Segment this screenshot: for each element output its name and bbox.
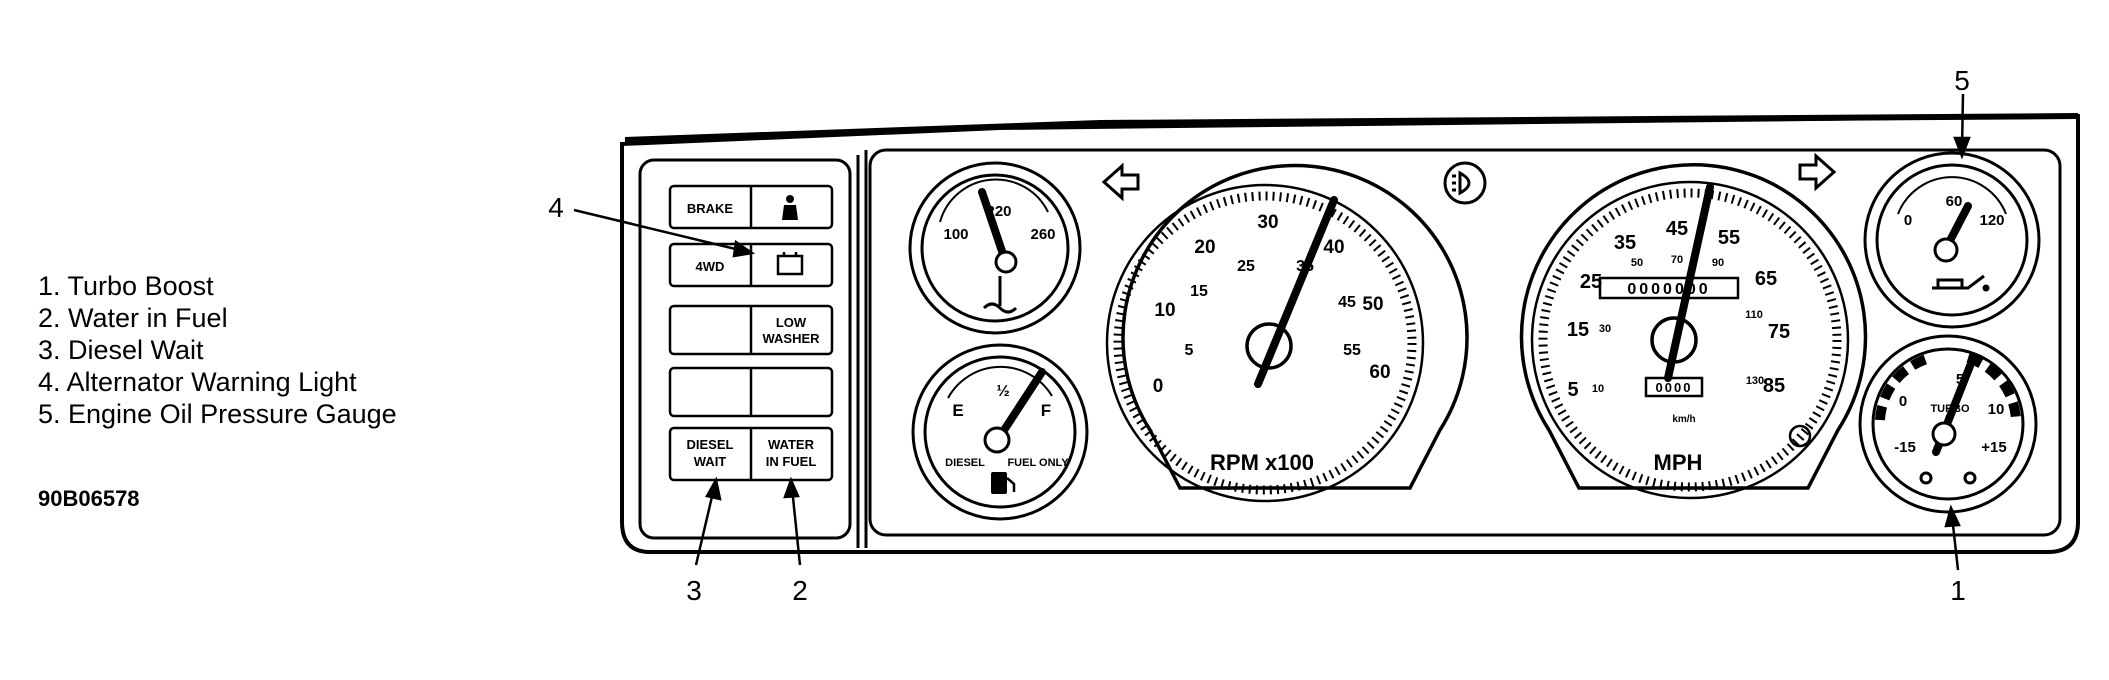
speed-mph-65: 65	[1755, 268, 1777, 290]
temp-tick-100: 100	[943, 226, 968, 243]
turbo-tick-5: 5	[1956, 371, 1964, 388]
callout-4: 4	[548, 192, 564, 223]
legend-item-oil-pressure: 5. Engine Oil Pressure Gauge	[38, 399, 397, 429]
speed-mph-35: 35	[1614, 232, 1636, 254]
tach-tick-60: 60	[1369, 362, 1390, 383]
speed-needle	[1664, 183, 1714, 382]
speed-kmh-10: 10	[1592, 383, 1604, 395]
turbo-tick-10: 10	[1988, 401, 2005, 418]
temp-gauge	[908, 161, 1082, 335]
legend-item-alternator-warning: 4. Alternator Warning Light	[38, 367, 357, 397]
fuel-tick-full: F	[1041, 401, 1051, 420]
tach-minor-25: 25	[1237, 258, 1255, 275]
low-washer-label-line1: LOW	[776, 315, 807, 330]
tach-tick-50: 50	[1362, 294, 1383, 315]
callout-3: 3	[686, 575, 702, 606]
legend: 1. Turbo Boost 2. Water in Fuel 3. Diese…	[38, 270, 397, 430]
cluster-top-trim	[624, 113, 2079, 143]
tachometer	[1105, 163, 1469, 503]
speed-kmh-130: 130	[1746, 375, 1764, 387]
temp-needle	[978, 188, 1010, 267]
temp-tick-260: 260	[1030, 226, 1055, 243]
speed-unit-kmh: km/h	[1672, 414, 1695, 425]
diesel-wait-label-line2: WAIT	[694, 454, 727, 469]
turbo-tick-minus15: -15	[1894, 439, 1916, 456]
speed-kmh-30: 30	[1599, 323, 1611, 335]
trip-odometer-readout: 0000	[1656, 380, 1693, 395]
tach-tick-30: 30	[1257, 212, 1278, 233]
4wd-light-label: 4WD	[696, 259, 725, 274]
oil-tick-120: 120	[1979, 212, 2004, 229]
oil-pressure-gauge	[1863, 151, 2041, 329]
speed-mph-5: 5	[1567, 379, 1578, 401]
legend-item-turbo-boost: 1. Turbo Boost	[38, 271, 214, 301]
oil-tick-0: 0	[1904, 212, 1912, 229]
turbo-tick-plus15: +15	[1981, 439, 2006, 456]
turbo-tick-0: 0	[1899, 393, 1907, 410]
legend-item-diesel-wait: 3. Diesel Wait	[38, 335, 204, 365]
coolant-icon	[982, 276, 1018, 314]
speed-mph-55: 55	[1718, 227, 1740, 249]
callout-arrows	[573, 93, 1971, 571]
figure-code: 90B06578	[38, 486, 140, 511]
battery-icon	[776, 252, 804, 276]
speed-unit-label: MPH	[1654, 450, 1703, 475]
low-washer-label-line2: WASHER	[762, 331, 820, 346]
cluster-housing	[620, 113, 2080, 554]
tach-tick-40: 40	[1323, 237, 1344, 258]
high-beam-icon	[1443, 161, 1487, 205]
speed-kmh-90: 90	[1712, 257, 1724, 269]
fuel-caption-fuel-only: FUEL ONLY	[1007, 457, 1069, 469]
oil-tick-60: 60	[1946, 193, 1963, 210]
odometer-readout: 0000000	[1627, 281, 1710, 298]
oil-can-icon	[1932, 274, 1990, 292]
left-turn-arrow-icon	[1101, 162, 1140, 202]
gauge-face-panel	[868, 148, 2062, 537]
tach-minor-55: 55	[1343, 342, 1361, 359]
turbo-boost-gauge	[1858, 334, 2038, 514]
callout-1: 1	[1950, 575, 1966, 606]
tach-unit-label: RPM x100	[1210, 450, 1314, 475]
speed-kmh-70: 70	[1671, 254, 1683, 266]
tach-tick-10: 10	[1154, 300, 1175, 321]
speed-mph-75: 75	[1768, 321, 1790, 343]
tach-tick-20: 20	[1194, 237, 1215, 258]
tach-minor-45: 45	[1338, 294, 1356, 311]
diesel-wait-label-line1: DIESEL	[687, 437, 734, 452]
right-turn-arrow-icon	[1798, 152, 1837, 192]
fuel-tick-empty: E	[952, 401, 963, 420]
water-fuel-label-line2: IN FUEL	[766, 454, 817, 469]
tach-tick-0: 0	[1153, 376, 1164, 397]
callout-2: 2	[792, 575, 808, 606]
speed-kmh-110: 110	[1745, 309, 1763, 321]
speed-mph-85: 85	[1763, 375, 1785, 397]
seatbelt-icon	[782, 195, 798, 220]
speed-kmh-50: 50	[1631, 257, 1643, 269]
tach-needle	[1254, 196, 1338, 388]
legend-item-water-in-fuel: 2. Water in Fuel	[38, 303, 228, 333]
water-fuel-label-line1: WATER	[768, 437, 815, 452]
speed-mph-25: 25	[1580, 271, 1602, 293]
fuel-caption-diesel: DIESEL	[945, 457, 985, 469]
tach-minor-15: 15	[1190, 283, 1208, 300]
speed-mph-45: 45	[1666, 218, 1688, 240]
warning-lights	[668, 184, 834, 482]
fuel-tick-half: ½	[996, 383, 1009, 400]
speed-mph-15: 15	[1567, 319, 1589, 341]
brake-light-label: BRAKE	[687, 201, 734, 216]
fuel-pump-icon	[991, 472, 1016, 494]
warning-light-panel	[638, 158, 852, 540]
callout-5: 5	[1954, 65, 1970, 96]
fuel-gauge	[911, 343, 1089, 521]
tach-minor-5: 5	[1185, 342, 1194, 359]
